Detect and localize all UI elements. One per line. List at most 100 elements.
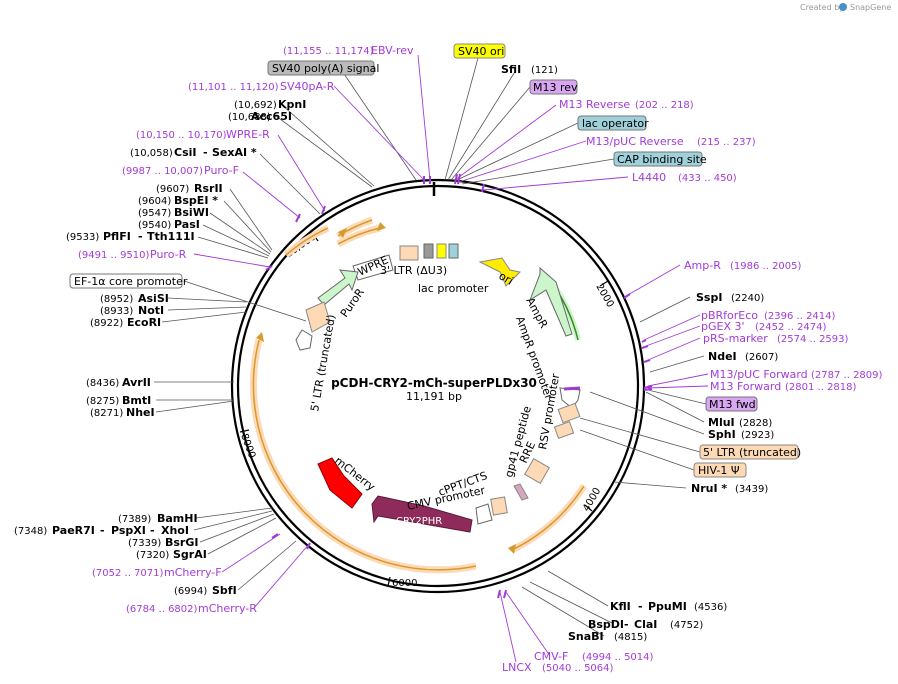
puror-arrow (317, 269, 359, 306)
ltr3-box (399, 245, 419, 261)
m13-rev-badge (529, 79, 578, 95)
ltr-arc-top-left (285, 227, 329, 256)
ecori-label: EcoRI (127, 316, 161, 329)
inner-puror-label: PuroR (338, 286, 367, 320)
sv40-ori-box (436, 243, 447, 259)
nrui-label: NruI * (691, 482, 727, 495)
cmv-arrow (475, 503, 493, 525)
cmv-f-label: CMV-F (534, 650, 568, 663)
inner-ori-label: ori (497, 269, 516, 287)
lncx-pos: (5040 .. 5064) (542, 663, 614, 674)
ebv-rev-pos: (11,155 .. 11,174) (283, 46, 374, 57)
lac-operator-badge (577, 115, 647, 131)
ltr5-trunc-badge (699, 444, 799, 460)
rre-box (524, 458, 550, 484)
backbone-outer (230, 178, 646, 594)
gag-arc-left (252, 339, 477, 571)
bmti-pos: (8275) (86, 396, 119, 407)
amp-r-pos: (1986 .. 2005) (730, 261, 802, 272)
noti-pos: (8933) (100, 306, 133, 317)
hiv1-psi-label: HIV-1 Ψ (698, 464, 740, 477)
snapgene-logo-icon (839, 3, 847, 11)
rsrii-label: RsrII (194, 182, 223, 195)
kfli-label: KflI (610, 600, 631, 613)
csii-label: CsiI (174, 146, 196, 159)
ebv-rev-label: EBV-rev (371, 44, 414, 57)
pflfi-label: PflFI (103, 230, 131, 243)
tick-4000 (584, 504, 593, 512)
credit-brand: SnapGene (850, 3, 891, 12)
nhei-label: NheI (126, 406, 155, 419)
bsrgi-label: BsrGI (165, 536, 198, 549)
m13-fwd-mark (563, 386, 581, 391)
mcherry-f-pos: (7052 .. 7071) (92, 568, 164, 579)
ltr5-inner-box (305, 301, 331, 333)
mlui-label: MluI (708, 416, 735, 429)
wpre-r-pos: (10,150 .. 10,170) (136, 130, 227, 141)
wpre-r-label: WPRE-R (226, 128, 270, 141)
gp41-marker (513, 483, 529, 501)
arc-arrowhead-1 (338, 228, 347, 238)
acc65i-label: Acc65I (251, 110, 292, 123)
l4440-pos: (433 .. 450) (678, 173, 737, 184)
sgrai-label: SgrAI (173, 548, 207, 561)
pflfi-pos: (9533) (66, 232, 99, 243)
sfii-label: SfiI (501, 63, 521, 76)
ndei-pos: (2607) (745, 352, 778, 363)
pgex3-label: pGEX 3' (701, 320, 745, 333)
tick-8000 (239, 429, 250, 433)
pasi-pos: (9540) (138, 220, 171, 231)
pbrforeco-pos: (2396 .. 2414) (764, 311, 836, 322)
pflfi-sep: - (138, 230, 143, 243)
lac-operator-label: lac operator (582, 117, 649, 130)
bspdi-label: BspDI (588, 618, 624, 631)
avrii-label: AvrII (122, 376, 151, 389)
inner-cry2phr-label: CRY2PHR (396, 516, 442, 527)
arc-arrowhead-2 (377, 222, 386, 231)
pbrforeco-label: pBRforEco (701, 309, 758, 322)
paer7i-pos: (7348) (14, 526, 47, 537)
map-length: 11,191 bp (406, 390, 462, 403)
sbfi-pos: (6994) (174, 586, 207, 597)
ecori-pos: (8922) (90, 318, 123, 329)
mcherry-r-label: mCherry-R (198, 602, 257, 615)
bspdi-sep: - (624, 618, 629, 631)
clai-label: ClaI (634, 618, 657, 631)
sbfi-label: SbfI (212, 584, 237, 597)
sv40pa-r-label: SV40pA-R (280, 80, 335, 93)
pgex3-pos: (2452 .. 2474) (755, 322, 827, 333)
m13puc-forward-pos: (2787 .. 2809) (811, 370, 883, 381)
m13-rev-label: M13 rev (533, 81, 578, 94)
tick-2000 (599, 280, 609, 287)
pasi-label: PasI (174, 218, 200, 231)
m13puc-reverse-pos: (215 .. 237) (697, 137, 756, 148)
bmti-label: BmtI (122, 394, 151, 407)
lac-operator-box (448, 243, 459, 259)
sfii-pos: (121) (531, 65, 558, 76)
csii-sep: - (203, 146, 208, 159)
bspei-label: BspEI * (174, 194, 218, 207)
m13puc-reverse-label: M13/pUC Reverse (586, 135, 684, 148)
inner-ltr3-label: 3' LTR (ΔU3) (380, 264, 447, 277)
sgrai-pos: (7320) (136, 550, 169, 561)
ef1a-badge (69, 273, 183, 289)
asisi-pos: (8952) (100, 294, 133, 305)
gag-arc-left-bg (249, 339, 477, 574)
kfli-sep: - (638, 600, 643, 613)
sv40-ori-badge (453, 43, 506, 59)
hiv1-psi-badge (693, 462, 747, 478)
cppt-box (490, 496, 508, 516)
mlui-pos: (2828) (739, 418, 772, 429)
puro-f-label: Puro-F (204, 164, 239, 177)
kpni-pos: (10,692) (234, 100, 277, 111)
csii-pos: (10,058) (130, 148, 173, 159)
arc-arrowhead-4 (256, 332, 264, 342)
ltr5-trunc-label: 5' LTR (truncated) (703, 446, 801, 459)
ampr-arrow (528, 266, 573, 337)
bsrgi-pos: (7339) (128, 538, 161, 549)
sv40-ori-label: SV40 ori (458, 45, 504, 58)
kfli-pos: (4536) (694, 602, 727, 613)
ori-arrow (478, 257, 522, 287)
sv40-polya-badge (267, 60, 375, 76)
m13-fwd-label: M13 fwd (709, 398, 756, 411)
